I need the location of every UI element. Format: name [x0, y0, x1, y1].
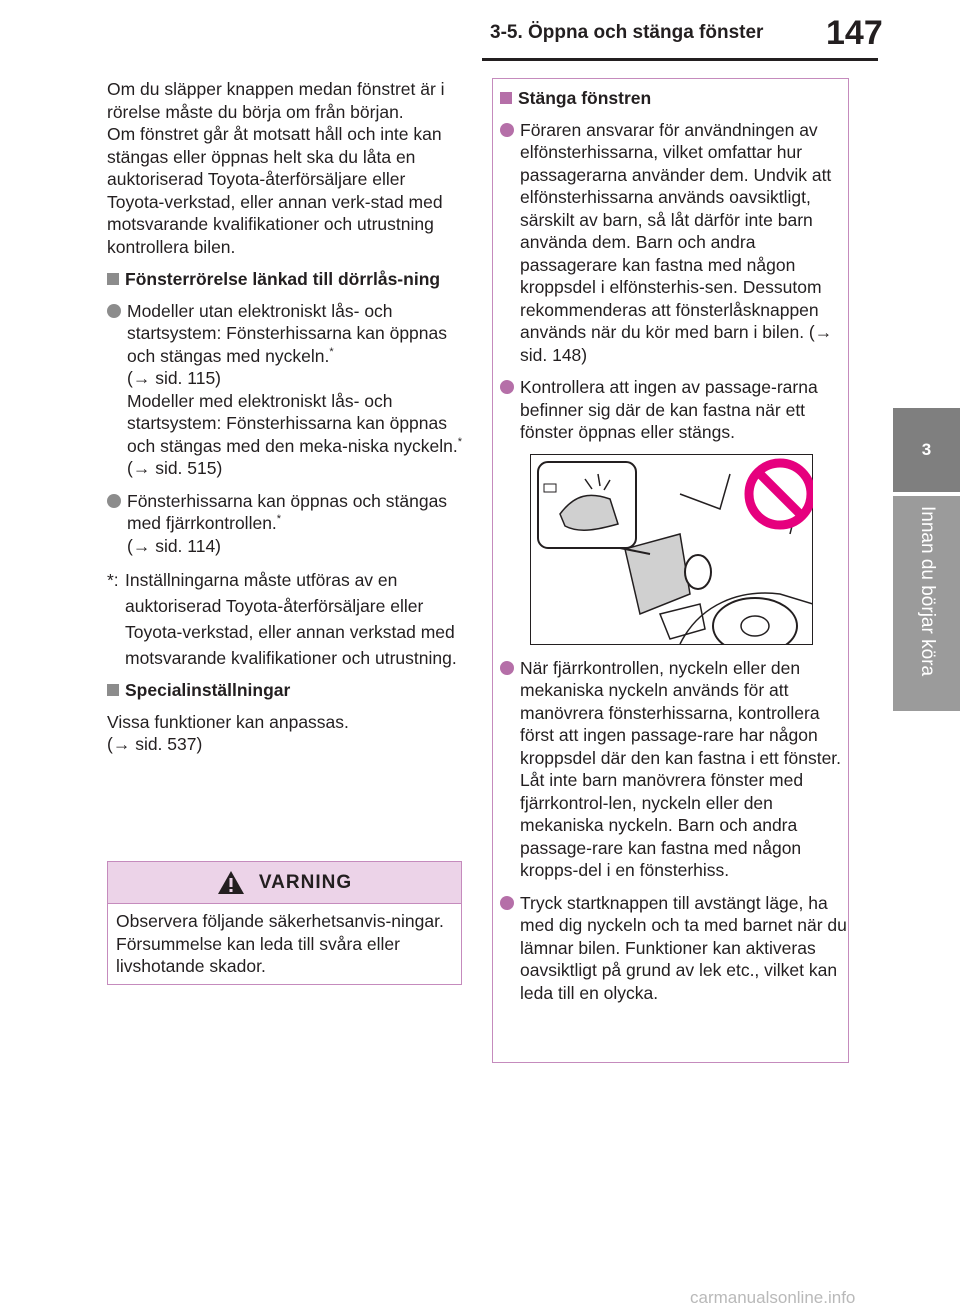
left-column: Om du släpper knappen medan fönstret är …	[107, 78, 465, 756]
intro-paragraph-2: Om fönstret går åt motsatt håll och inte…	[107, 124, 443, 257]
section-heading-text: Stänga fönstren	[518, 88, 652, 108]
right-column-warning-panel: Stänga fönstren Föraren ansvarar för anv…	[492, 78, 849, 1063]
bullet-text: Tryck startknappen till avstängt läge, h…	[520, 892, 847, 1003]
page-reference: (→ sid. 115)	[127, 368, 222, 388]
chapter-tab: Innan du börjar köra	[893, 496, 960, 711]
asterisk-mark: *	[457, 435, 463, 448]
section-heading-special-settings: Specialinställningar	[107, 679, 465, 702]
warning-triangle-icon	[217, 871, 244, 894]
section-heading-closing-windows: Stänga fönstren	[500, 87, 848, 110]
footnote-mark: *:	[107, 570, 119, 590]
bullet-item-check-passengers: Kontrollera att ingen av passage-rarna b…	[500, 376, 848, 444]
bullet-text: Föraren ansvarar för användningen av elf…	[520, 119, 833, 365]
bullet-text: Fönsterhissarna kan öppnas och stängas m…	[127, 490, 448, 534]
car-window-pinch-illustration	[530, 453, 816, 655]
bullet-item-leaving-car: Tryck startknappen till avstängt läge, h…	[500, 892, 848, 1005]
bullet-text: Kontrollera att ingen av passage-rarna b…	[520, 377, 818, 442]
illustration-pinch-warning	[530, 453, 816, 655]
square-bullet-icon	[500, 92, 512, 104]
square-bullet-icon	[107, 273, 119, 285]
warning-box: VARNING Observera följande säkerhetsanvi…	[107, 861, 462, 985]
bullet-item-remote-operation: När fjärrkontrollen, nyckeln eller den m…	[500, 657, 848, 882]
bullet-text: Modeller utan elektroniskt lås- och star…	[127, 300, 448, 366]
chapter-tab-title: Innan du börjar köra	[917, 506, 938, 677]
chapter-tab-number: 3	[893, 408, 960, 492]
section-heading-text: Fönsterrörelse länkad till dörrlås-ning	[125, 269, 441, 289]
bullet-item-remote: Fönsterhissarna kan öppnas och stängas m…	[107, 490, 465, 558]
section-heading-text: Specialinställningar	[125, 680, 291, 700]
bullet-item-key-operation: Modeller utan elektroniskt lås- och star…	[107, 300, 465, 480]
bullet-text: När fjärrkontrollen, nyckeln eller den m…	[520, 657, 842, 881]
intro-paragraph-1: Om du släpper knappen medan fönstret är …	[107, 79, 445, 122]
page-number: 147	[826, 14, 883, 52]
section-heading-window-lock-link: Fönsterrörelse länkad till dörrlås-ning	[107, 268, 465, 291]
footnote-text: Inställningarna måste utföras av en aukt…	[125, 570, 457, 668]
warning-text: Observera följande säkerhetsanvis-ningar…	[116, 911, 444, 976]
page-reference: (→ sid. 114)	[127, 535, 222, 556]
running-header-title: 3-5. Öppna och stänga fönster	[490, 22, 764, 43]
page-reference: (→ sid. 515)	[127, 458, 223, 478]
square-bullet-icon	[107, 684, 119, 696]
circle-bullet-icon	[107, 303, 121, 318]
watermark: carmanualsonline.info	[690, 1288, 856, 1307]
asterisk-mark: *	[329, 345, 334, 358]
special-settings-text: Vissa funktioner kan anpassas.	[107, 711, 349, 732]
asterisk-mark: *	[276, 513, 282, 526]
warning-header: VARNING	[108, 862, 461, 904]
circle-bullet-icon	[500, 380, 514, 394]
circle-bullet-icon	[500, 122, 514, 137]
circle-bullet-icon	[500, 895, 514, 910]
circle-bullet-icon	[107, 493, 121, 508]
circle-bullet-icon	[500, 660, 514, 675]
footnote: *: Inställningarna måste utföras av en a…	[107, 567, 465, 671]
page-reference: (→ sid. 537)	[107, 734, 203, 754]
header-rule	[482, 58, 878, 61]
warning-title: VARNING	[258, 871, 353, 893]
bullet-text: Modeller med elektroniskt lås- och start…	[127, 390, 458, 456]
bullet-item-driver-responsibility: Föraren ansvarar för användningen av elf…	[500, 119, 848, 367]
